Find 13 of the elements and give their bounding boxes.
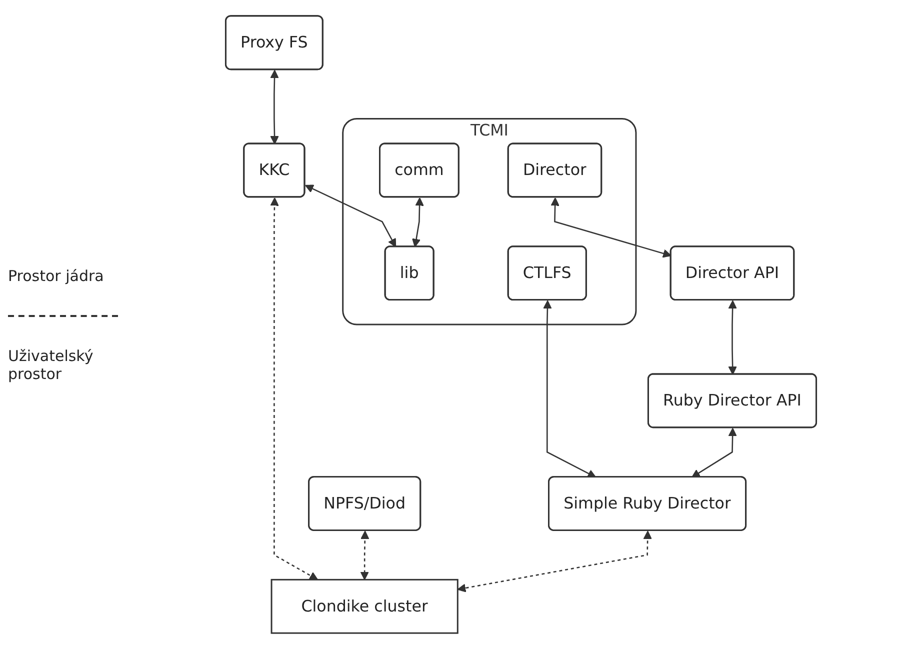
arrow <box>550 197 672 258</box>
arrow <box>692 428 737 478</box>
node-box: Clondike cluster <box>270 578 458 634</box>
arrow <box>728 300 737 375</box>
arrow <box>360 530 370 580</box>
arrow <box>304 184 396 248</box>
arrow <box>412 197 424 248</box>
region-label: Prostor jádra <box>8 266 105 284</box>
region-label: Uživatelský prostor <box>8 346 94 382</box>
arrow <box>270 70 279 144</box>
arrow <box>270 197 318 580</box>
arrow <box>543 300 596 478</box>
arrow <box>457 530 652 592</box>
